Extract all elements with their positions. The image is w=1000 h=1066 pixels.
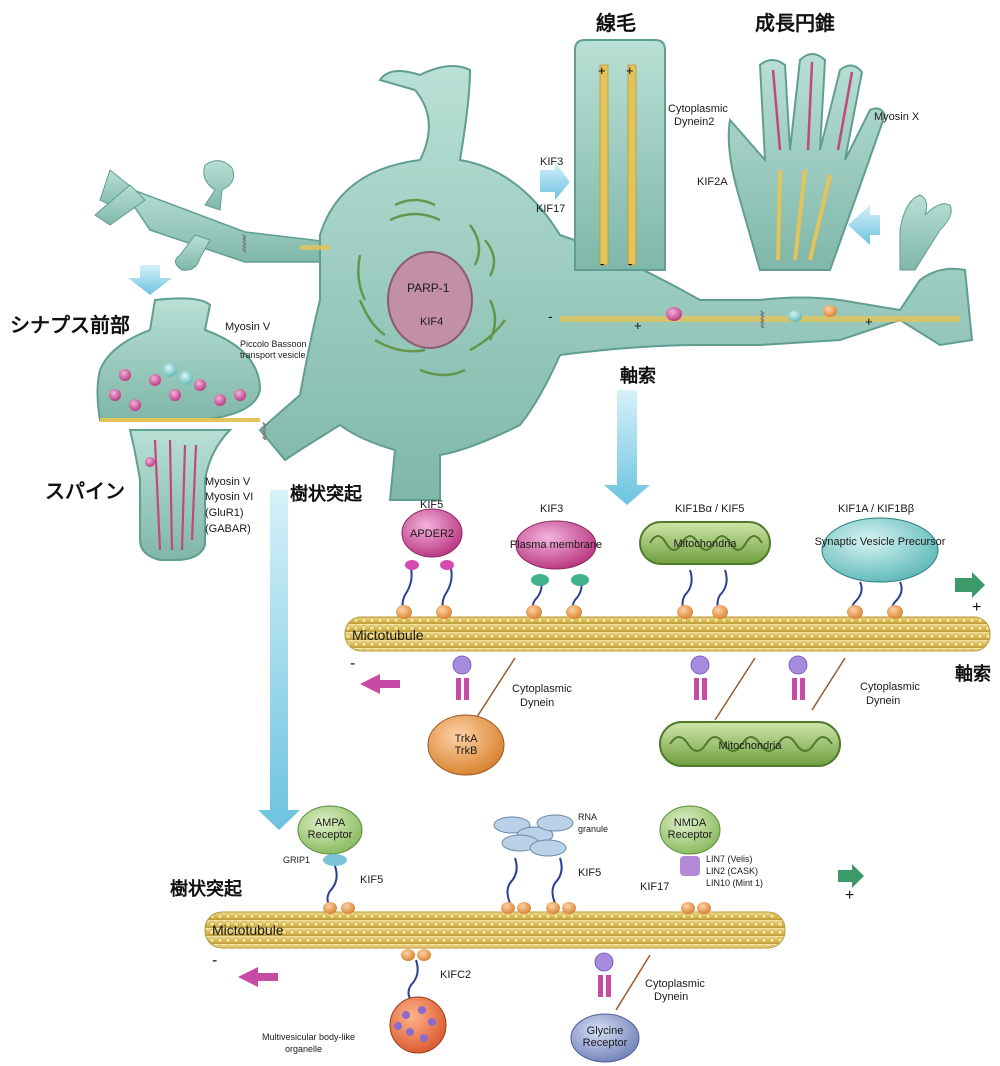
nucleus-label-parp1: PARP-1 bbox=[407, 281, 450, 295]
axon-arrow-minus bbox=[360, 674, 400, 694]
mito-lower-label: Mitochondria bbox=[719, 740, 783, 752]
svg-text:+: + bbox=[634, 318, 642, 333]
svg-text:-: - bbox=[548, 308, 553, 324]
dendrite-minus-sign: - bbox=[212, 952, 217, 969]
heading-axon-top: 軸索 bbox=[620, 365, 656, 387]
nmda-label-2: Receptor bbox=[668, 829, 713, 841]
kifc2-label: KIFC2 bbox=[440, 969, 471, 981]
axon-dynein-label-4: Dynein bbox=[866, 695, 900, 707]
axon-minus-sign: - bbox=[350, 655, 355, 672]
trk-label-1: TrkA bbox=[455, 733, 478, 745]
motor-label-2: KIF3 bbox=[540, 503, 563, 515]
lin10-label: LIN10 (Mint 1) bbox=[706, 878, 763, 888]
cargo-label-1: APDER2 bbox=[410, 528, 454, 540]
cone-kif2a-label: KIF2A bbox=[697, 176, 728, 188]
axon-dynein-label-3: Cytoplasmic bbox=[860, 681, 920, 693]
heading-presynapse: シナプス前部 bbox=[10, 313, 130, 337]
svg-text:-: - bbox=[628, 256, 632, 271]
presyn-myosin-label: Myosin V bbox=[225, 321, 271, 333]
gly-label-2: Receptor bbox=[583, 1037, 628, 1049]
cargo-label-3: Mitochondria bbox=[674, 538, 738, 550]
axon-arrow-plus bbox=[955, 572, 985, 598]
kif5-label-a: KIF5 bbox=[360, 874, 383, 886]
svg-text:⦚: ⦚ bbox=[760, 308, 765, 333]
arrow-to-growth-cone bbox=[848, 205, 880, 245]
spine-myosin-v: Myosin V bbox=[205, 476, 251, 488]
heading-axon-right: 軸索 bbox=[955, 663, 991, 685]
spine-gabar: (GABAR) bbox=[205, 523, 251, 535]
motor-label-4: KIF1A / KIF1Bβ bbox=[838, 503, 914, 515]
cargo-label-4: Synaptic Vesicle Precursor bbox=[815, 536, 946, 548]
rna-label-1: RNA bbox=[578, 812, 597, 822]
axon-kinesins bbox=[396, 560, 903, 619]
nucleus bbox=[388, 252, 472, 348]
dendrite-dynein-label-1: Cytoplasmic bbox=[645, 978, 705, 990]
svg-text:⦚: ⦚ bbox=[242, 232, 247, 257]
lin2-label: LIN2 (CASK) bbox=[706, 866, 758, 876]
axon-plus-sign: + bbox=[972, 599, 981, 616]
rna-granule bbox=[494, 815, 573, 856]
cargo-label-2: Plasma membrane bbox=[510, 539, 602, 551]
cilia-kif3-label: KIF3 bbox=[540, 156, 563, 168]
spine-glur1: (GluR1) bbox=[205, 507, 244, 519]
svg-text:+: + bbox=[865, 314, 873, 329]
svg-text:+: + bbox=[626, 63, 634, 78]
dendrite-arrow-minus bbox=[238, 967, 278, 987]
ampa-label-2: Receptor bbox=[308, 829, 353, 841]
kif5-label-b: KIF5 bbox=[578, 867, 601, 879]
cilia-dynein-label-2: Dynein2 bbox=[674, 116, 714, 128]
heading-spine: スパイン bbox=[45, 479, 125, 503]
kif17-label: KIF17 bbox=[640, 881, 669, 893]
arrow-axon-down bbox=[604, 390, 650, 505]
dendrite-transport-panel: 樹状突起 Mictotubule - + AMPA Receptor GRIP1… bbox=[170, 806, 864, 1062]
mvb-label-1: Multivesicular body-like bbox=[262, 1032, 355, 1042]
svg-text:⦚: ⦚ bbox=[262, 420, 267, 445]
axon-transport-panel: Mictotubule - + 軸索 KIF5 KIF3 KIF1Bα / KI… bbox=[345, 499, 991, 775]
axon-dynein-label-1: Cytoplasmic bbox=[512, 683, 572, 695]
cilia-kif17-label: KIF17 bbox=[536, 203, 565, 215]
dendrite-microtubule bbox=[205, 912, 785, 948]
cilia-dynein-label-1: Cytoplasmic bbox=[668, 103, 728, 115]
cone-myosin-label: Myosin X bbox=[874, 111, 920, 123]
motor-label-3: KIF1Bα / KIF5 bbox=[675, 503, 744, 515]
cargo-svp bbox=[822, 518, 938, 582]
rna-label-2: granule bbox=[578, 824, 608, 834]
growth-cone-panel: Myosin X KIF2A bbox=[697, 54, 951, 270]
axon-microtubule-label: Mictotubule bbox=[352, 627, 424, 643]
svg-text:-: - bbox=[600, 256, 604, 271]
presyn-note-1: Piccolo Bassoon bbox=[240, 339, 307, 349]
arrow-to-presynapse bbox=[128, 265, 172, 295]
dendrite-microtubule-label: Mictotubule bbox=[212, 922, 284, 938]
nmda-label-1: NMDA bbox=[674, 817, 707, 829]
dendrite-dynein-label-2: Dynein bbox=[654, 991, 688, 1003]
heading-dendrite-1: 樹状突起 bbox=[290, 483, 363, 505]
nucleus-label-kif4: KIF4 bbox=[420, 316, 443, 328]
heading-growth-cone: 成長円錐 bbox=[755, 11, 835, 35]
heading-dendrite-2: 樹状突起 bbox=[170, 878, 243, 900]
trk-label-2: TrkB bbox=[455, 745, 478, 757]
ampa-label-1: AMPA bbox=[315, 817, 346, 829]
presyn-note-2: transport vesicle bbox=[240, 350, 306, 360]
mvb-label-2: organelle bbox=[285, 1044, 322, 1054]
axon-microtubule bbox=[345, 617, 990, 651]
grip-label: GRIP1 bbox=[283, 855, 310, 865]
heading-cilia: 線毛 bbox=[596, 11, 636, 35]
lin7-label: LIN7 (Velis) bbox=[706, 854, 753, 864]
axon-dynein-label-2: Dynein bbox=[520, 697, 554, 709]
dendrite-arrow-plus bbox=[838, 864, 864, 888]
gly-label-1: Glycine bbox=[587, 1025, 624, 1037]
svg-text:+: + bbox=[598, 63, 606, 78]
arrow-dendrite-down bbox=[258, 490, 300, 830]
spine-myosin-vi: Myosin VI bbox=[205, 491, 253, 503]
dendrite-plus-sign: + bbox=[845, 887, 854, 904]
